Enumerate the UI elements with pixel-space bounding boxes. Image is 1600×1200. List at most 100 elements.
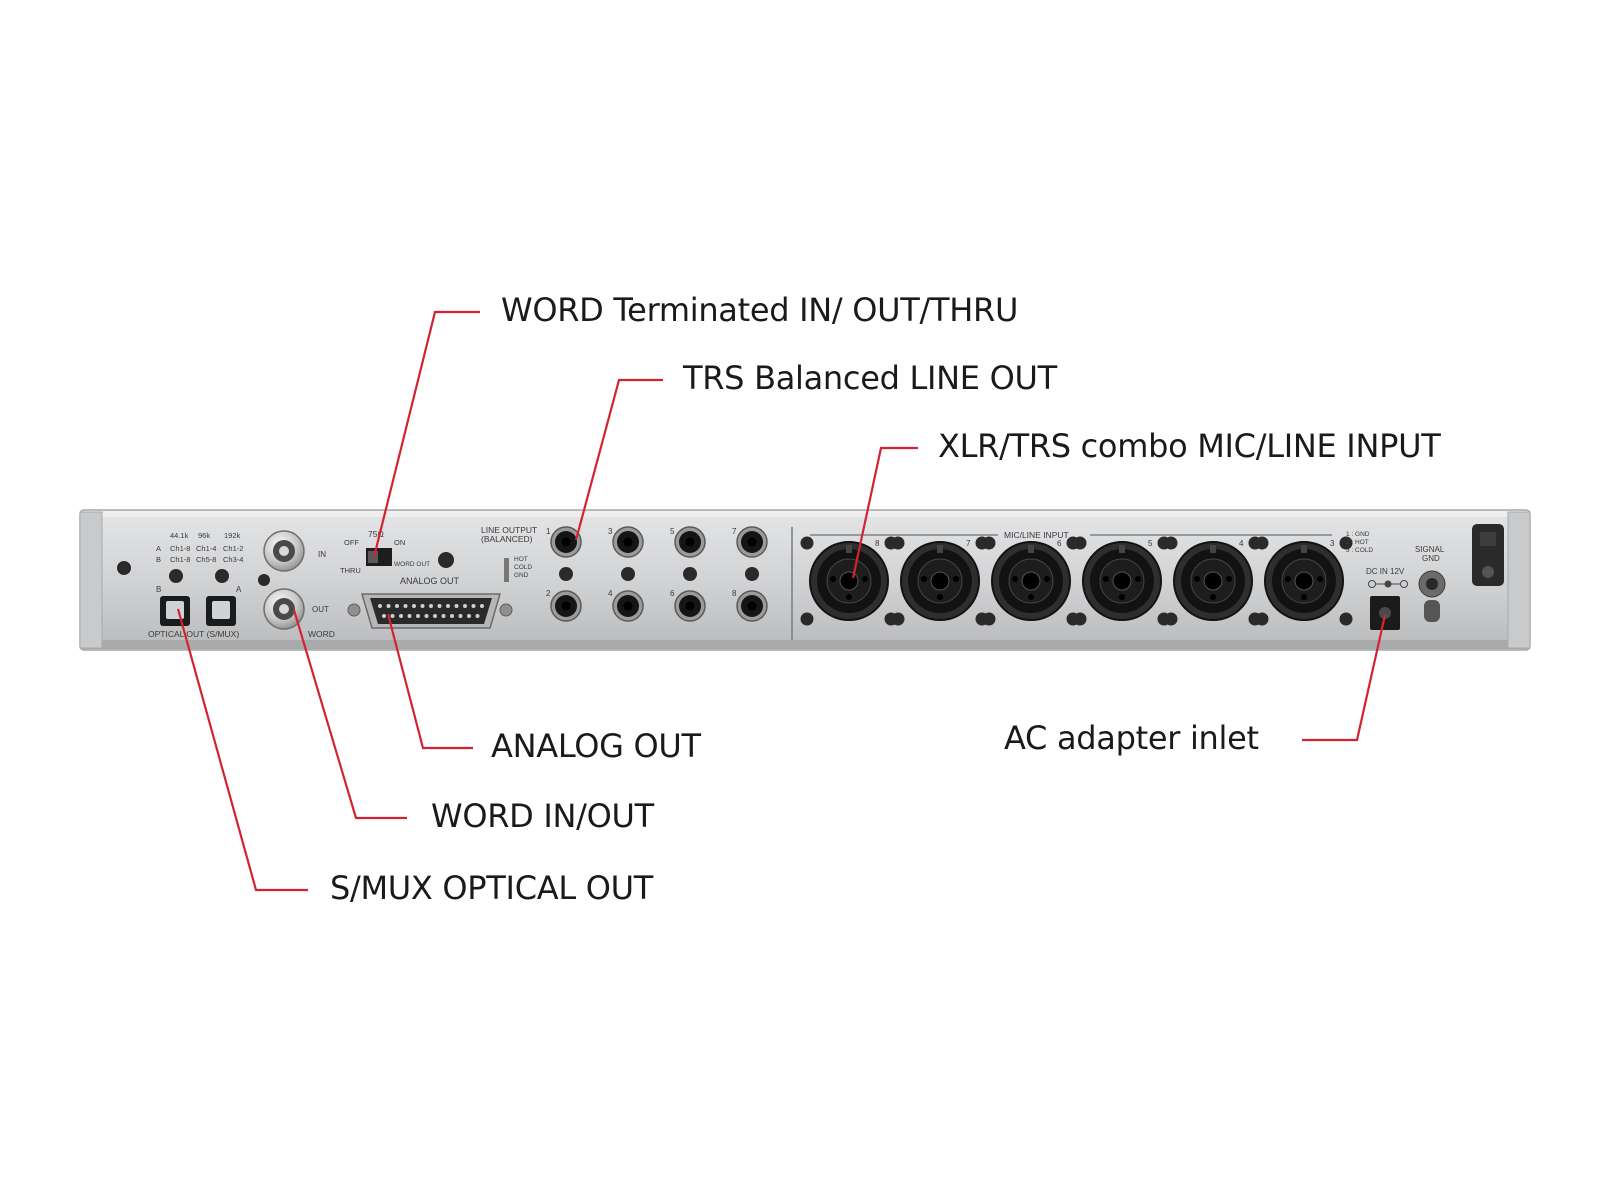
leader-ac-adapter bbox=[1302, 614, 1387, 742]
rate-row-a-96k: Ch1-4 bbox=[196, 544, 216, 553]
rate-row-b-44k: Ch1-8 bbox=[170, 555, 190, 564]
rate-row-a-port: A bbox=[156, 544, 161, 553]
word-out-bnc[interactable] bbox=[263, 588, 305, 630]
leader-word-terminated bbox=[372, 310, 480, 558]
callout-word-terminated: WORD Terminated IN/ OUT/THRU bbox=[501, 291, 1019, 329]
db25-pin bbox=[390, 614, 395, 618]
screw-mid bbox=[438, 552, 454, 568]
combo-jack-number: 6 bbox=[1057, 539, 1062, 548]
combo-jack-number: 8 bbox=[875, 539, 880, 548]
line-output-jack-2[interactable] bbox=[550, 590, 582, 622]
line-output-jack-7[interactable] bbox=[736, 526, 768, 558]
term-word-out-label: WORD OUT bbox=[394, 561, 430, 568]
db25-pin bbox=[399, 614, 403, 618]
line-jack-number: 4 bbox=[608, 589, 613, 598]
combo-screw bbox=[1073, 612, 1087, 626]
trs-pin-diagram: HOT COLD GND bbox=[504, 556, 532, 582]
db25-pin bbox=[463, 604, 467, 608]
signal-gnd-label-1: SIGNAL bbox=[1415, 545, 1445, 554]
line-jack-number: 8 bbox=[732, 589, 737, 598]
xlr-pin1-label: 1 : GND bbox=[1346, 531, 1370, 538]
combo-jack-number: 7 bbox=[966, 539, 971, 548]
chassis-bottom-edge bbox=[82, 640, 1528, 649]
word-out-label: OUT bbox=[312, 605, 329, 614]
line-jack-number: 1 bbox=[546, 527, 551, 536]
db25-pin bbox=[467, 614, 471, 618]
line-jack-number: 5 bbox=[670, 527, 675, 536]
optical-port-a-label: A bbox=[236, 585, 242, 594]
cable-clamp bbox=[1472, 524, 1504, 586]
combo-input-jack-7[interactable] bbox=[900, 541, 980, 621]
rate-row-b-port: B bbox=[156, 555, 161, 564]
db25-pin bbox=[429, 604, 433, 608]
combo-screw bbox=[891, 612, 905, 626]
xlr-pin2-label: 2 : HOT bbox=[1346, 539, 1369, 546]
optical-port-b[interactable] bbox=[160, 596, 190, 626]
word-in-bnc[interactable] bbox=[263, 530, 305, 572]
callout-ac-adapter: AC adapter inlet bbox=[1004, 719, 1259, 757]
rate-header-44k: 44.1k bbox=[170, 531, 189, 540]
line-jack-number: 2 bbox=[546, 589, 551, 598]
db25-pin bbox=[403, 604, 408, 608]
line-output-jack-4[interactable] bbox=[612, 590, 644, 622]
callout-smux-optical: S/MUX OPTICAL OUT bbox=[330, 869, 653, 907]
line-jack-number: 7 bbox=[732, 527, 737, 536]
leader-smux-optical bbox=[176, 608, 308, 892]
combo-input-jack-6[interactable] bbox=[991, 541, 1071, 621]
optical-screw-b bbox=[169, 569, 183, 583]
term-75-label: 75Ω bbox=[368, 529, 384, 539]
line-output-jack-3[interactable] bbox=[612, 526, 644, 558]
combo-jack-number: 4 bbox=[1239, 539, 1244, 548]
combo-screw bbox=[800, 612, 814, 626]
optical-port-a[interactable] bbox=[206, 596, 236, 626]
db25-pin bbox=[441, 614, 446, 618]
db25-pin bbox=[450, 614, 454, 618]
dc-in-jack[interactable] bbox=[1370, 596, 1400, 630]
line-output-jack-6[interactable] bbox=[674, 590, 706, 622]
term-off-label: OFF bbox=[344, 538, 359, 547]
term-on-label: ON bbox=[394, 538, 405, 547]
leader-trs-line-out bbox=[574, 378, 663, 541]
rate-header-192k: 192k bbox=[224, 531, 241, 540]
word-in-label: IN bbox=[318, 550, 326, 559]
db25-pin bbox=[378, 604, 382, 608]
optical-out-label: OPTICAL OUT (S/MUX) bbox=[148, 629, 239, 639]
combo-jack-number: 3 bbox=[1330, 539, 1335, 548]
db25-pin bbox=[475, 614, 480, 618]
db25-pins bbox=[378, 604, 484, 618]
combo-input-jack-3[interactable] bbox=[1264, 541, 1344, 621]
jack-screw bbox=[683, 567, 697, 581]
db25-pin bbox=[446, 604, 450, 608]
pin-gnd-label: GND bbox=[514, 572, 529, 579]
combo-screw bbox=[1164, 612, 1178, 626]
rate-row-a-192k: Ch1-2 bbox=[223, 544, 243, 553]
line-output-label: LINE OUTPUT bbox=[481, 525, 537, 535]
db25-pin bbox=[437, 604, 442, 608]
db25-pin bbox=[458, 614, 463, 618]
leader-word-io bbox=[292, 609, 407, 820]
bnc-screw bbox=[258, 574, 270, 586]
rack-ear-right bbox=[1507, 511, 1531, 649]
rate-row-b-96k: Ch5-8 bbox=[196, 555, 216, 564]
callout-analog-out: ANALOG OUT bbox=[491, 727, 701, 765]
term-thru-label: THRU bbox=[340, 566, 361, 575]
combo-screw bbox=[891, 536, 905, 550]
combo-input-jack-5[interactable] bbox=[1082, 541, 1162, 621]
screw-left bbox=[117, 561, 131, 575]
analog-out-db25[interactable] bbox=[347, 593, 513, 629]
line-output-jack-8[interactable] bbox=[736, 590, 768, 622]
signal-gnd-terminal[interactable] bbox=[1418, 570, 1446, 622]
sample-rate-table: 44.1k 96k 192k A Ch1-8 Ch1-4 Ch1-2 B Ch1… bbox=[156, 531, 243, 564]
combo-input-jack-4[interactable] bbox=[1173, 541, 1253, 621]
line-output-jack-1[interactable] bbox=[550, 526, 582, 558]
combo-input-jack-8[interactable] bbox=[809, 541, 889, 621]
callout-word-io: WORD IN/OUT bbox=[431, 797, 654, 835]
signal-gnd-label-2: GND bbox=[1422, 554, 1440, 563]
combo-screw bbox=[982, 536, 996, 550]
line-output-jack-5[interactable] bbox=[674, 526, 706, 558]
jack-screw bbox=[559, 567, 573, 581]
analog-out-panel-label: ANALOG OUT bbox=[400, 576, 460, 586]
termination-switch[interactable] bbox=[366, 548, 392, 566]
